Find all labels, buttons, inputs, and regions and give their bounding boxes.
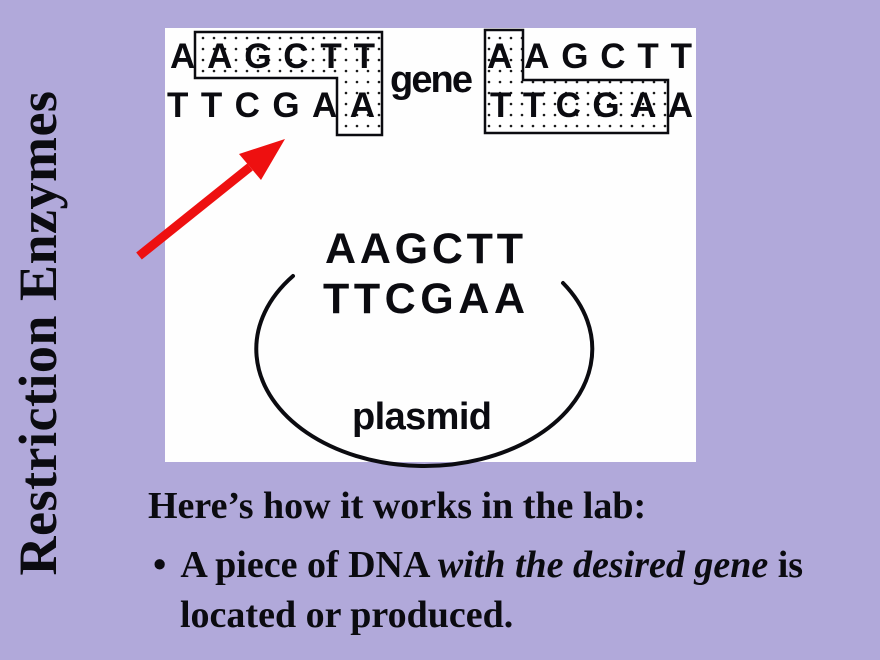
dna-diagram: AAGCTT TTCGAA gene AAGCTT TTCGAA AAGCTT … — [136, 28, 696, 469]
bullet-text-italic: with the desired gene — [437, 544, 769, 586]
right-fragment-sticky-end-box — [483, 28, 670, 135]
bullet-icon: • — [153, 544, 167, 586]
plasmid-label: plasmid — [352, 396, 492, 438]
bullet-text-normal-1: A piece of DNA — [180, 544, 438, 586]
bullet-item-line2: located or produced. — [180, 594, 514, 636]
gene-label: gene — [390, 59, 473, 101]
plasmid-bottom-strand: TTCGAA — [323, 275, 525, 323]
bullet-text-normal-2: is — [768, 544, 804, 586]
caption-heading: Here’s how it works in the lab: — [148, 485, 647, 527]
red-arrow-shaft — [136, 163, 253, 260]
left-fragment-sticky-end-box — [193, 30, 384, 137]
red-arrow-head-icon — [239, 139, 285, 180]
plasmid-circle — [254, 274, 595, 469]
bullet-item-line1: • A piece of DNA with the desired gene is — [153, 540, 803, 590]
